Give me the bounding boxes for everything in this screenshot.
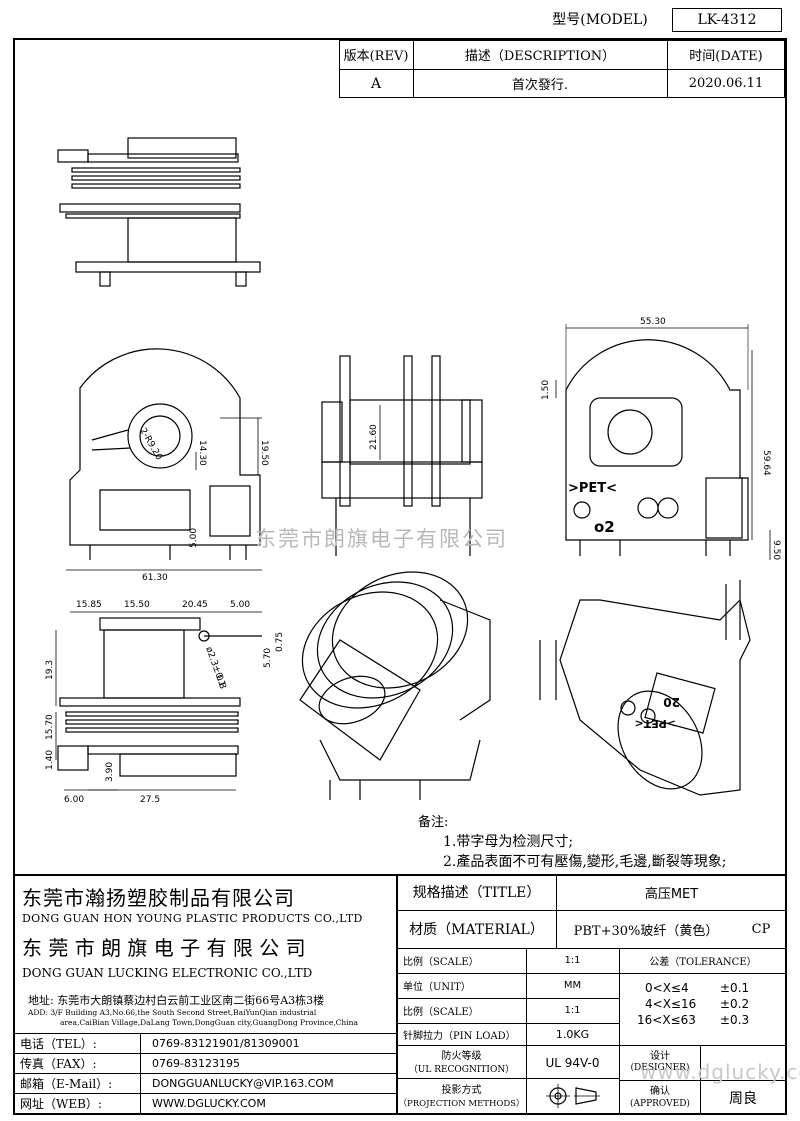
fax-label: 传真（FAX）: (20, 1056, 97, 1071)
dim-5-00b: 5.00 (230, 600, 250, 610)
drawing-frame (13, 38, 787, 1115)
web-label: 网址（WEB）: (20, 1096, 102, 1111)
proj-label-cn: 投影方式 (441, 1084, 482, 1096)
pet-mark: >PET< (568, 481, 617, 496)
dim-15-70: 15.70 (45, 714, 55, 740)
designer-label-cn: 设计 (650, 1050, 670, 1062)
notes-title: 备注: (418, 815, 449, 830)
dim-9-50: 9.50 (771, 540, 781, 560)
dim-61-30: 61.30 (142, 573, 168, 583)
web-watermark: www.dglucky.com (640, 1060, 800, 1084)
tol-value-3: ±0.3 (720, 1013, 750, 1027)
dim-1-50: 1.50 (541, 380, 551, 400)
pet-num-rev: 20 (663, 695, 680, 709)
rev-value: A (370, 75, 382, 92)
dim-55-30: 55.30 (640, 317, 666, 327)
tolerance-label: 公差（TOLERANCE） (649, 957, 757, 968)
tol-range-1: 0<X≤4 (645, 981, 689, 995)
date-header: 时间(DATE) (689, 49, 763, 64)
tol-range-2: 4<X≤16 (645, 997, 697, 1011)
tol-value-1: ±0.1 (720, 981, 750, 995)
scale2-label: 比例（SCALE） (403, 1007, 479, 1018)
side-view (321, 355, 483, 556)
front-view (66, 348, 262, 571)
fire-label-cn: 防火等级 (441, 1050, 482, 1062)
note-2: 2.產品表面不可有壓傷,變形,毛邊,斷裂等現象; (443, 854, 727, 870)
email-label: 邮箱（E-Mail）: (20, 1076, 113, 1091)
scale-label: 比例（SCALE） (403, 957, 479, 968)
tol-range-3: 16<X≤63 (637, 1013, 696, 1027)
dim-27-5: 27.5 (140, 795, 160, 805)
scale2-value: 1:1 (564, 1005, 581, 1016)
watermark: 东莞市朗旗电子有限公司 (255, 527, 508, 551)
desc-value: 首次發行. (511, 78, 569, 93)
address-cn: 地址: 东莞市大朗镇蔡边村白云前工业区南二街66号A3栋3楼 (28, 994, 325, 1007)
unit-value: MM (563, 980, 582, 991)
desc-header: 描述（DESCRIPTION） (464, 49, 616, 64)
email-value[interactable]: DONGGUANLUCKY@VIP.163.COM (152, 1076, 334, 1090)
approved-label-en: (APPROVED) (630, 1099, 690, 1109)
company2-name-cn: 东 莞 市 朗 旗 电 子 有 限 公 司 (22, 936, 306, 960)
dim-5-00a: 5.00 (189, 528, 199, 548)
dim-1-40: 1.40 (45, 750, 55, 770)
model-value: LK-4312 (672, 8, 782, 32)
dim-19-3: 19.3 (45, 660, 55, 680)
designer-label-en: (DESIGNER) (630, 1063, 690, 1073)
material-code: CP (751, 921, 771, 937)
approved-value: 周良 (729, 1090, 757, 1107)
fire-label-en: （UL RECOGNITION） (408, 1064, 515, 1075)
fire-value: UL 94V-0 (545, 1056, 600, 1070)
pin-load-value: 1.0KG (555, 1027, 590, 1041)
dim-15-85: 15.85 (76, 600, 102, 610)
proj-label-en: （PROJECTION METHODS） (398, 1099, 525, 1109)
tol-value-2: ±0.2 (720, 997, 750, 1011)
scale-value: 1:1 (564, 955, 581, 966)
title-value: 高压MET (644, 886, 699, 902)
approved-label-cn: 确认 (650, 1085, 670, 1097)
rev-header: 版本(REV) (343, 49, 409, 64)
pet-mark-rev: >PET< (634, 717, 676, 730)
dim-15-50: 15.50 (124, 600, 150, 610)
technical-drawing: 55.30 1.50 59.64 9.50 19.50 14.30 2-R9.2… (45, 137, 781, 805)
pin-load-label: 针脚拉力（PIN LOAD） (403, 1030, 516, 1042)
web-value[interactable]: WWW.DGLUCKY.COM (152, 1096, 266, 1110)
dim-0-75: 0.75 (275, 632, 285, 652)
dim-21-60: 21.60 (369, 424, 379, 450)
dim-19-50: 19.50 (259, 440, 269, 466)
dim-pin2: 0.8 (213, 674, 227, 691)
date-value: 2020.06.11 (688, 76, 764, 91)
dim-59-64: 59.64 (761, 450, 771, 476)
material-label: 材质（MATERIAL） (409, 922, 544, 938)
company-name-cn: 东莞市瀚扬塑胶制品有限公司 (22, 886, 295, 910)
note-1: 1.带字母为检测尺寸; (443, 834, 574, 850)
model-label: 型号(MODEL) (552, 12, 648, 28)
unit-label: 单位（UNIT） (403, 982, 471, 993)
company-name-en: DONG GUAN HON YOUNG PLASTIC PRODUCTS CO.… (22, 912, 363, 925)
dim-14-30: 14.30 (197, 440, 207, 466)
isometric-view-1 (299, 571, 491, 800)
projection-symbol-icon (546, 1084, 600, 1108)
tel-value: 0769-83121901/81309001 (152, 1036, 300, 1050)
isometric-view-2 (539, 580, 751, 796)
dim-5-70: 5.70 (263, 648, 273, 668)
dim-3-90: 3.90 (105, 762, 115, 782)
company2-name-en: DONG GUAN LUCKING ELECTRONIC CO.,LTD (22, 966, 313, 980)
dim-6-00: 6.00 (64, 795, 84, 805)
address-en-1: ADD: 3/F Building A3,No.66,the South Sec… (28, 1008, 317, 1017)
bottom-view (55, 611, 262, 791)
top-view (57, 137, 261, 287)
pet-num: o2 (594, 518, 615, 536)
dim-20-45: 20.45 (182, 600, 208, 610)
address-en-2: area,CaiBian Village,DaLang Town,DongGua… (60, 1018, 358, 1027)
tel-label: 电话（TEL）: (20, 1036, 97, 1051)
material-value: PBT+30%玻纤（黄色） (573, 923, 719, 939)
fax-value: 0769-83123195 (152, 1056, 240, 1070)
back-view (555, 324, 771, 560)
title-label: 规格描述（TITLE） (412, 885, 541, 901)
